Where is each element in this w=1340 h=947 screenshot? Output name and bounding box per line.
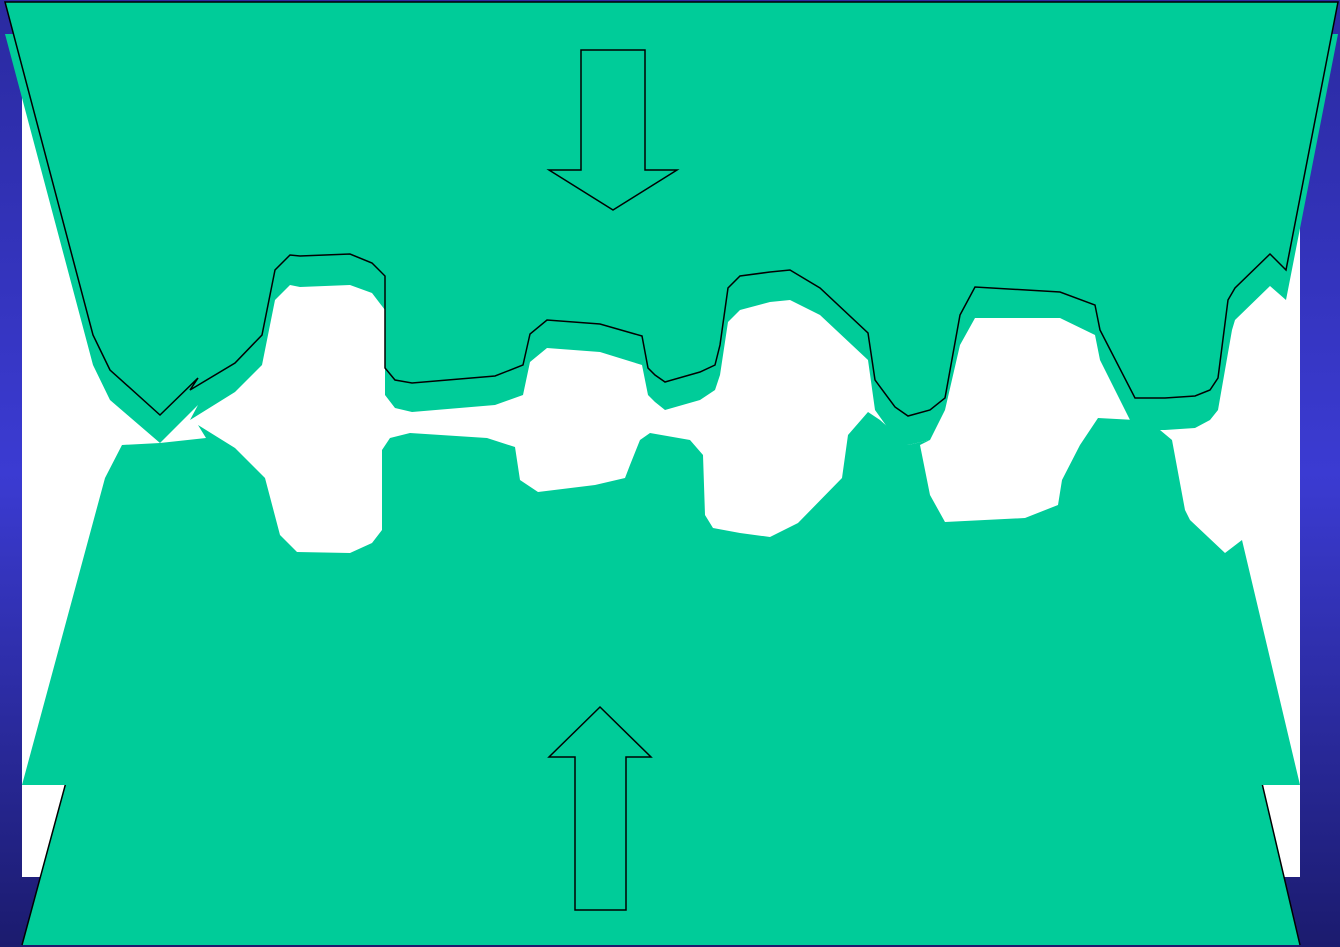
upper-body — [4, 1, 1339, 417]
up-arrow — [547, 705, 653, 911]
down-arrow — [546, 49, 680, 211]
lower-body-offset-fill — [22, 412, 1300, 785]
